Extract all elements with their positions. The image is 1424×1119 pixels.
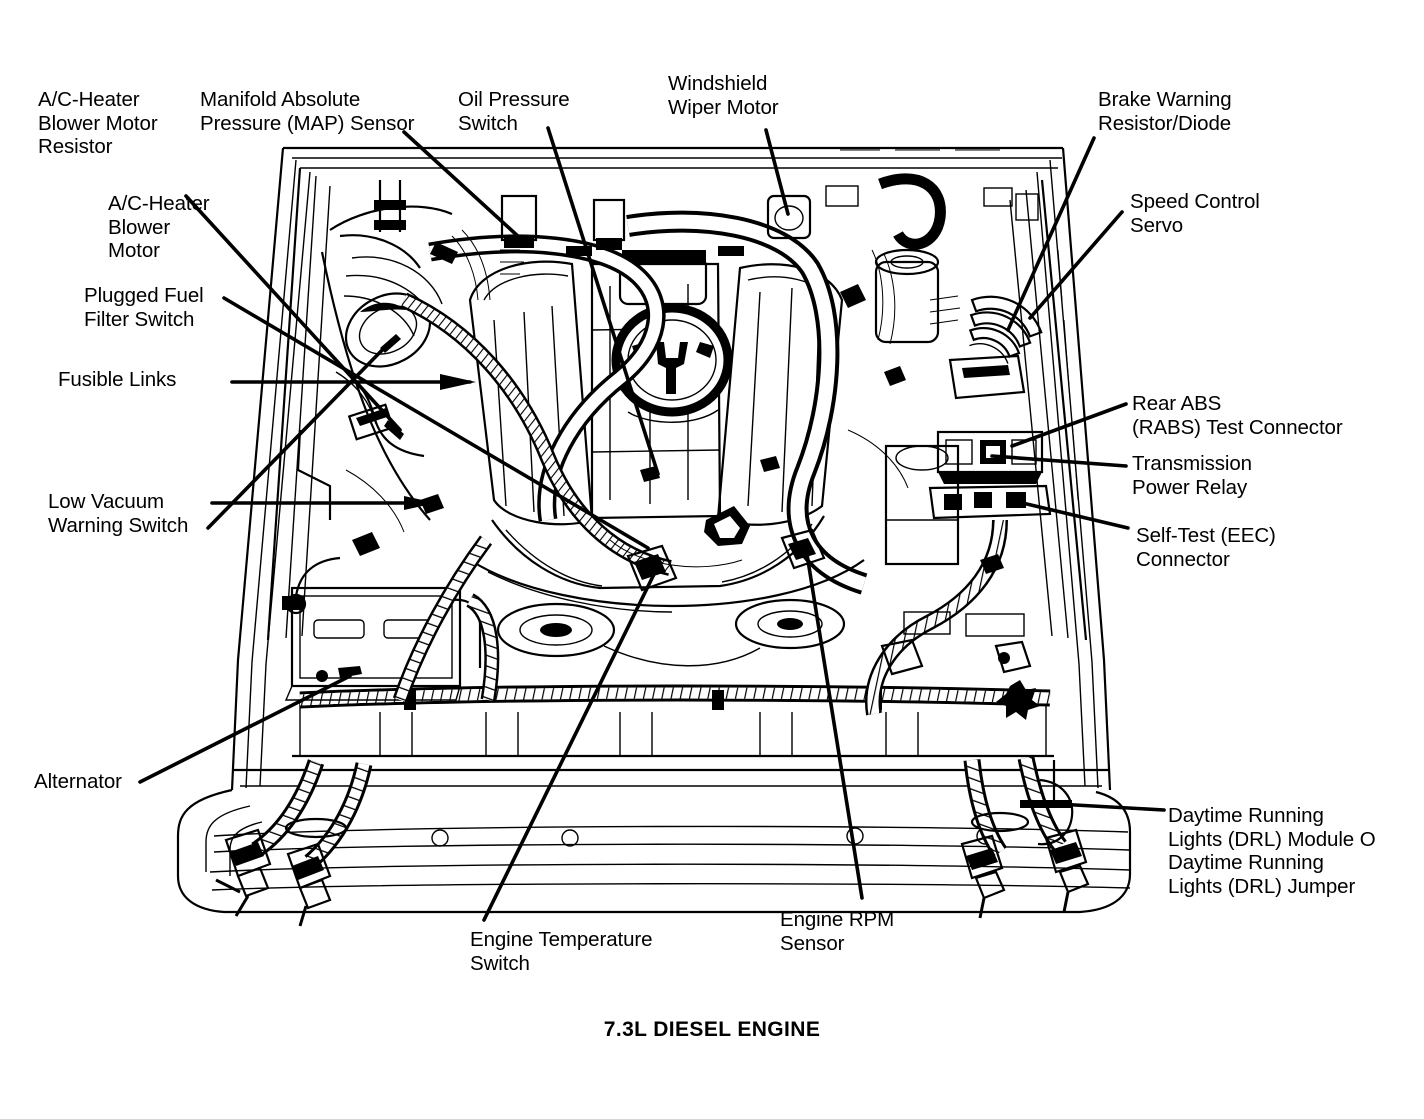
callout-plugged-fuel-filter-switch: Plugged Fuel Filter Switch [84,284,204,331]
callout-ac-heater-blower-motor-resistor: A/C-Heater Blower Motor Resistor [38,88,158,158]
right-accessories [865,179,1088,716]
callout-ac-heater-blower-motor: A/C-Heater Blower Motor [108,192,210,262]
callout-daytime-running-lights-drl-module-and-jumper: Daytime Running Lights (DRL) Module O Da… [1168,804,1376,898]
callout-engine-temperature-switch: Engine Temperature Switch [470,928,653,975]
callout-transmission-power-relay: Transmission Power Relay [1132,452,1252,499]
callout-leader-lines [138,126,1166,922]
wiring-detail [345,229,961,568]
upper-radiator-hose [400,210,868,595]
callout-brake-warning-resistor-diode: Brake Warning Resistor/Diode [1098,88,1232,135]
lower-engine-area [392,506,865,703]
callout-alternator: Alternator [34,770,122,793]
battery-and-tray [282,556,500,702]
callout-windshield-wiper-motor: Windshield Wiper Motor [668,72,779,119]
callout-engine-rpm-sensor: Engine RPM Sensor [780,908,895,955]
engine-assembly [266,167,1088,716]
callout-manifold-absolute-pressure-map-sensor: Manifold Absolute Pressure (MAP) Sensor [200,88,415,135]
left-inner-fender [266,167,332,641]
callout-self-test-eec-connector: Self-Test (EEC) Connector [1136,524,1276,571]
callout-speed-control-servo: Speed Control Servo [1130,190,1260,237]
callout-fusible-links: Fusible Links [58,368,177,391]
callout-low-vacuum-warning-switch: Low Vacuum Warning Switch [48,490,189,537]
cowl-mounted-components [374,173,1039,250]
front-hoses-and-connectors [215,756,1090,927]
callout-oil-pressure-switch: Oil Pressure Switch [458,88,570,135]
figure-title: 7.3L DIESEL ENGINE [603,1018,821,1041]
callout-rear-abs-rabs-test-connector: Rear ABS (RABS) Test Connector [1132,392,1343,439]
